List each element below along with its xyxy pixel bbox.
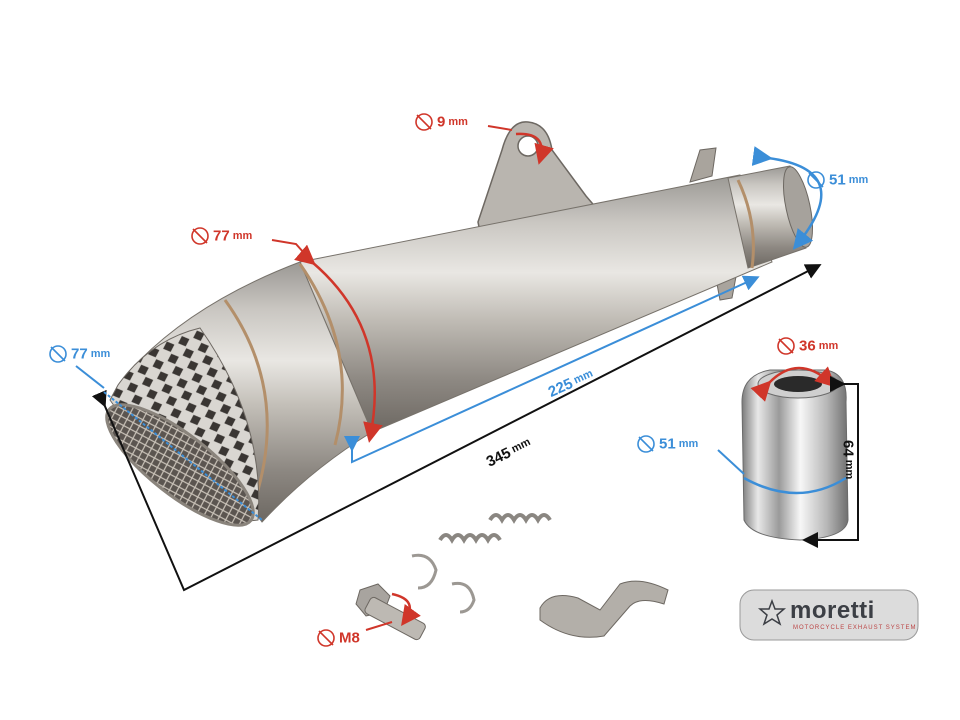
bolt-thread [364,596,426,641]
db-killer [741,369,849,541]
db-body-diameter-unit: mm [678,437,699,450]
outlet-diameter-value: 51 [829,171,846,189]
mesh-diameter-unit: mm [90,347,111,360]
bolt [355,583,426,641]
spring-1 [438,533,502,544]
springs [411,513,552,614]
brand-tagline: MOTORCYCLE EXHAUST SYSTEM [793,625,917,631]
mesh-line [103,391,263,521]
inlet-diameter-unit: mm [232,229,253,242]
spring-2 [488,513,552,524]
db-height-line [802,376,859,548]
top-tab [689,147,717,183]
db-height-value: 64 [839,440,857,457]
diameter-symbol-icon [807,171,825,189]
muffler [105,121,814,527]
hole-leader [487,125,513,131]
logo-plate [739,589,919,641]
inlet-diameter-value: 77 [213,227,230,245]
bracket-hole [517,135,539,157]
mesh-leader [75,365,105,389]
db-killer-hole [774,376,822,392]
diameter-symbol-icon [191,227,209,245]
db-body-diameter-value: 51 [659,435,676,453]
db-body-leader [717,449,745,475]
clamp-bracket [539,580,669,638]
db-height-label: 64 mm [839,440,857,480]
star-logo-icon [757,598,787,626]
diameter-symbol-icon [317,629,335,647]
hook-2 [451,581,476,614]
db-top-diameter-value: 36 [799,337,816,355]
body-length-line [344,275,760,464]
bolt-size-value: M8 [339,629,360,647]
outlet-diameter-unit: mm [848,173,869,186]
weld-ring-outlet [736,179,755,269]
hole-arc [515,132,554,165]
db-height-unit: mm [842,459,855,480]
mesh-disc [105,403,255,527]
diameter-symbol-icon [637,435,655,453]
inlet-leader [271,239,313,263]
db-top-diameter-unit: mm [818,339,839,352]
diameter-symbol-icon [777,337,795,355]
clamp-bracket-shape [539,580,669,638]
hook-1 [411,553,438,590]
hole-diameter-unit: mm [448,115,468,128]
outlet-arc [751,146,823,250]
diameter-symbol-icon [49,345,67,363]
hole-diameter-value: 9 [437,113,446,131]
mesh-diameter-value: 77 [71,345,88,363]
bolt-leader [365,621,393,631]
inlet-arc [294,244,383,443]
brand-name: moretti [790,597,875,624]
bolt-size-label: M8 [316,628,360,648]
dimension-lines [75,125,859,631]
diameter-symbol-icon [415,113,433,131]
bolt-arc [391,592,421,627]
